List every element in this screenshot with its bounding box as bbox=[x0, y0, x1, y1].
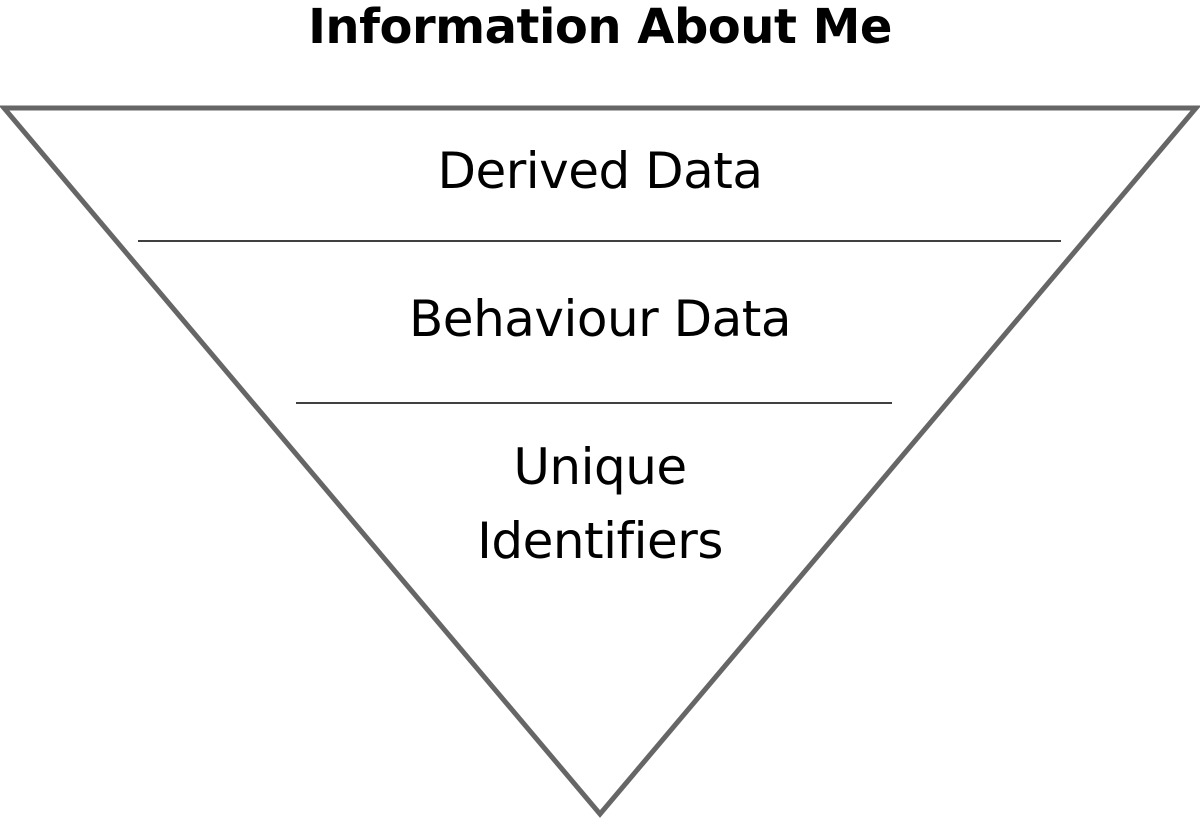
layer-label-line: Behaviour Data bbox=[409, 290, 792, 348]
layer-label-line: Unique bbox=[513, 438, 687, 496]
layer-label-derived-data: Derived Data bbox=[0, 134, 1200, 208]
diagram-title: Information About Me bbox=[308, 0, 892, 55]
triangle-outline bbox=[0, 105, 1200, 818]
layer-label-unique-identifiers: Unique Identifiers bbox=[0, 430, 1200, 578]
layer-label-behaviour-data: Behaviour Data bbox=[0, 282, 1200, 356]
layer-label-line: Identifiers bbox=[477, 512, 723, 570]
layer-label-line: Derived Data bbox=[437, 142, 763, 200]
